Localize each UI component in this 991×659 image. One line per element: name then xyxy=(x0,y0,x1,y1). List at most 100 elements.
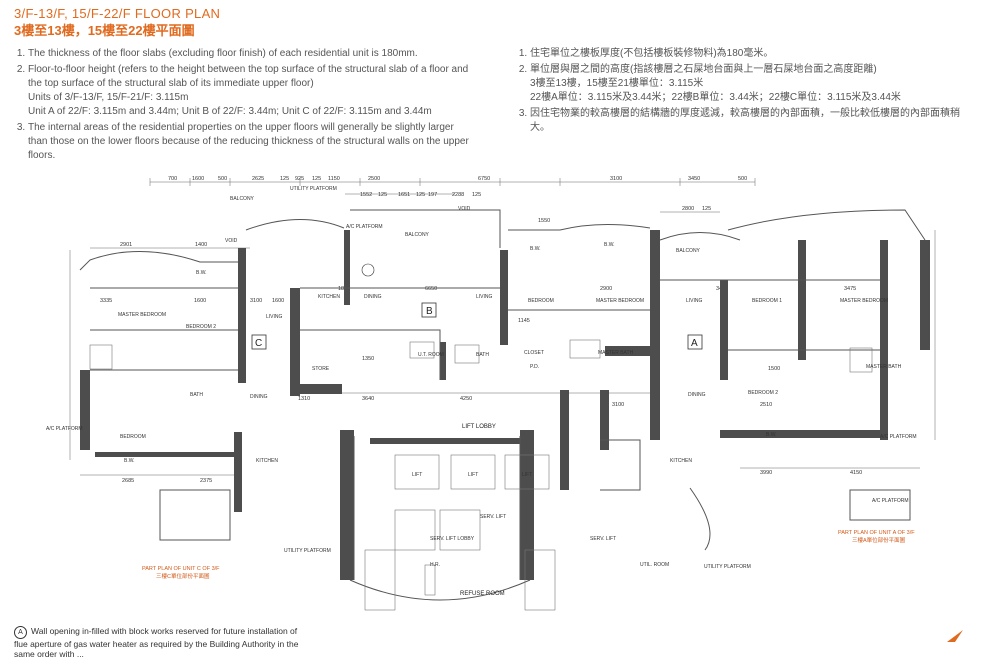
dim-a-top-1: 125 xyxy=(702,206,711,212)
unit-label-b: B xyxy=(426,306,433,317)
room-living-c: LIVING xyxy=(266,314,283,320)
note-zh-2: 單位層與層之間的高度(指該樓層之石屎地台面與上一層石屎地台面之高度距離) 3樓至… xyxy=(530,63,976,105)
room-ut-room-b: U.T. ROOM xyxy=(418,352,444,358)
room-dining-c: DINING xyxy=(250,394,268,400)
note-zh-2-text: 單位層與層之間的高度(指該樓層之石屎地台面與上一層石屎地台面之高度距離) xyxy=(530,64,877,75)
room-master-bedroom-c: MASTER BEDROOM xyxy=(118,312,166,318)
dim-c-row-0: 3335 xyxy=(100,298,112,304)
room-bedroom2-c: BEDROOM 2 xyxy=(186,324,216,330)
room-serv-lift-b: SERV. LIFT xyxy=(480,514,506,520)
room-bw-a-lower: B.W. xyxy=(766,432,777,438)
title-block: 3/F-13/F, 15/F-22/F FLOOR PLAN 3樓至13樓，15… xyxy=(14,6,220,39)
fixtures xyxy=(89,263,873,611)
room-bw-c: B.W. xyxy=(196,270,207,276)
room-labels: BALCONY UTILITY PLATFORM A/C PLATFORM BA… xyxy=(46,186,917,597)
room-lift-lobby: LIFT LOBBY xyxy=(462,424,496,430)
dim-c-row-2: 3100 xyxy=(250,298,262,304)
note-zh-2b: 22樓A單位：3.115米及3.44米；22樓B單位：3.44米；22樓C單位：… xyxy=(530,92,901,103)
dim-top-7: 1150 xyxy=(328,176,340,182)
dim-top-2: 500 xyxy=(218,176,227,182)
dim-c-row-1: 1600 xyxy=(194,298,206,304)
dim-a-top-0: 2800 xyxy=(682,206,694,212)
note-1: The thickness of the floor slabs (exclud… xyxy=(28,47,474,61)
dim-mid-0: 1550 xyxy=(538,218,550,224)
room-kitchen-c: KITCHEN xyxy=(256,458,278,464)
dim-bl-0: 2685 xyxy=(122,478,134,484)
dim-top-1: 1600 xyxy=(192,176,204,182)
dim-top-3: 2625 xyxy=(252,176,264,182)
room-serv-lift-lobby: SERV. LIFT LOBBY xyxy=(430,536,475,542)
dim-a-row-2: 3475 xyxy=(844,286,856,292)
room-closet-b: CLOSET xyxy=(524,350,544,356)
room-bw-b: B.W. xyxy=(530,246,541,252)
room-balcony-a: BALCONY xyxy=(676,248,701,254)
dim-a-row-0: 2900 xyxy=(600,286,612,292)
note-3: The internal areas of the residential pr… xyxy=(28,121,474,163)
dim-mid-2: 1350 xyxy=(362,356,374,362)
dim-lobby-0: 1310 xyxy=(298,396,310,402)
dim-c-row-3: 1600 xyxy=(272,298,284,304)
room-bedroom-c: BEDROOM xyxy=(120,434,146,440)
dim-b-top-1: 125 xyxy=(378,192,387,198)
room-util-room: UTIL. ROOM xyxy=(640,562,669,568)
room-ac-platform-b: A/C PLATFORM xyxy=(346,224,383,230)
note-zh-2a: 3樓至13樓，15樓至21樓單位：3.115米 xyxy=(530,78,704,89)
room-lift-1: LIFT xyxy=(412,472,422,478)
room-store-b: STORE xyxy=(312,366,330,372)
room-dining-b: DINING xyxy=(364,294,382,300)
unit-label-a: A xyxy=(691,338,698,349)
part-plan-a-zh: 三樓A單位部份平面圖 xyxy=(852,536,906,544)
room-void-c: VOID xyxy=(225,238,238,244)
dim-b-top-4: 197 xyxy=(428,192,437,198)
part-plan-c-en: PART PLAN OF UNIT C OF 3/F xyxy=(142,566,220,572)
room-dining-a: DINING xyxy=(688,392,706,398)
room-balcony-b: BALCONY xyxy=(405,232,430,238)
room-serv-lift-a: SERV. LIFT xyxy=(590,536,616,542)
room-bw-a: B.W. xyxy=(604,242,615,248)
dim-top-6: 125 xyxy=(312,176,321,182)
room-lift-2: LIFT xyxy=(468,472,478,478)
room-living-a: LIVING xyxy=(686,298,703,304)
room-kitchen-b: KITCHEN xyxy=(318,294,340,300)
page-title: 3/F-13/F, 15/F-22/F FLOOR PLAN xyxy=(14,6,221,21)
room-master-bedroom-b: MASTER BEDROOM xyxy=(596,298,644,304)
unit-markers xyxy=(251,302,703,350)
room-refuse-room: REFUSE ROOM xyxy=(460,591,505,597)
room-ac-platform-part-a: A/C PLATFORM xyxy=(872,498,909,504)
room-master-bedroom-a: MASTER BEDROOM xyxy=(840,298,888,304)
room-bw-c-lower: B.W. xyxy=(124,458,135,464)
room-bath-c: BATH xyxy=(190,392,203,398)
note-2-text: Floor-to-floor height (refers to the hei… xyxy=(28,64,469,89)
floor-plan: 700 1600 500 2625 125 925 125 1150 2500 … xyxy=(46,176,936,611)
notes-chinese: 住宅單位之樓板厚度(不包括樓板裝修物料)為180毫米。 單位層與層之間的高度(指… xyxy=(516,47,976,137)
room-lift-3: LIFT xyxy=(522,472,532,478)
dim-lobby-3: 3100 xyxy=(612,402,624,408)
room-pd-b: P.D. xyxy=(530,364,539,370)
north-arrow-icon xyxy=(947,630,963,642)
dim-lobby-1: 3640 xyxy=(362,396,374,402)
room-ac-platform-c: A/C PLATFORM xyxy=(46,426,83,432)
dim-br-1: 4150 xyxy=(850,470,862,476)
dim-c-left-0: 2901 xyxy=(120,242,132,248)
notes-english: The thickness of the floor slabs (exclud… xyxy=(14,47,474,165)
dim-b-row-1: 6650 xyxy=(425,286,437,292)
room-bedroom-b: BEDROOM xyxy=(528,298,554,304)
dim-mid-1: 1145 xyxy=(518,318,530,324)
dim-b-top-5: 2288 xyxy=(452,192,464,198)
top-dimensions: 700 1600 500 2625 125 925 125 1150 2500 … xyxy=(100,176,862,484)
room-bedroom2-a: BEDROOM 2 xyxy=(748,390,778,396)
note-2: Floor-to-floor height (refers to the hei… xyxy=(28,63,474,119)
dim-top-9: 6750 xyxy=(478,176,490,182)
dim-top-10: 3100 xyxy=(610,176,622,182)
dim-b-top-6: 125 xyxy=(472,192,481,198)
room-master-bath-b: MASTER BATH xyxy=(598,350,634,356)
room-void-b: VOID xyxy=(458,206,471,212)
building-outline xyxy=(79,209,926,601)
room-living-b: LIVING xyxy=(476,294,493,300)
room-utility-platform-a: UTILITY PLATFORM xyxy=(704,564,751,570)
dim-mid-3: 1500 xyxy=(768,366,780,372)
dimension-lines xyxy=(69,178,936,476)
dim-top-5: 925 xyxy=(295,176,304,182)
room-balcony-c: BALCONY xyxy=(230,196,255,202)
note-zh-3: 因住宅物業的較高樓層的結構牆的厚度遞減，較高樓層的內部面積，一般比較低樓層的內部… xyxy=(530,107,976,135)
